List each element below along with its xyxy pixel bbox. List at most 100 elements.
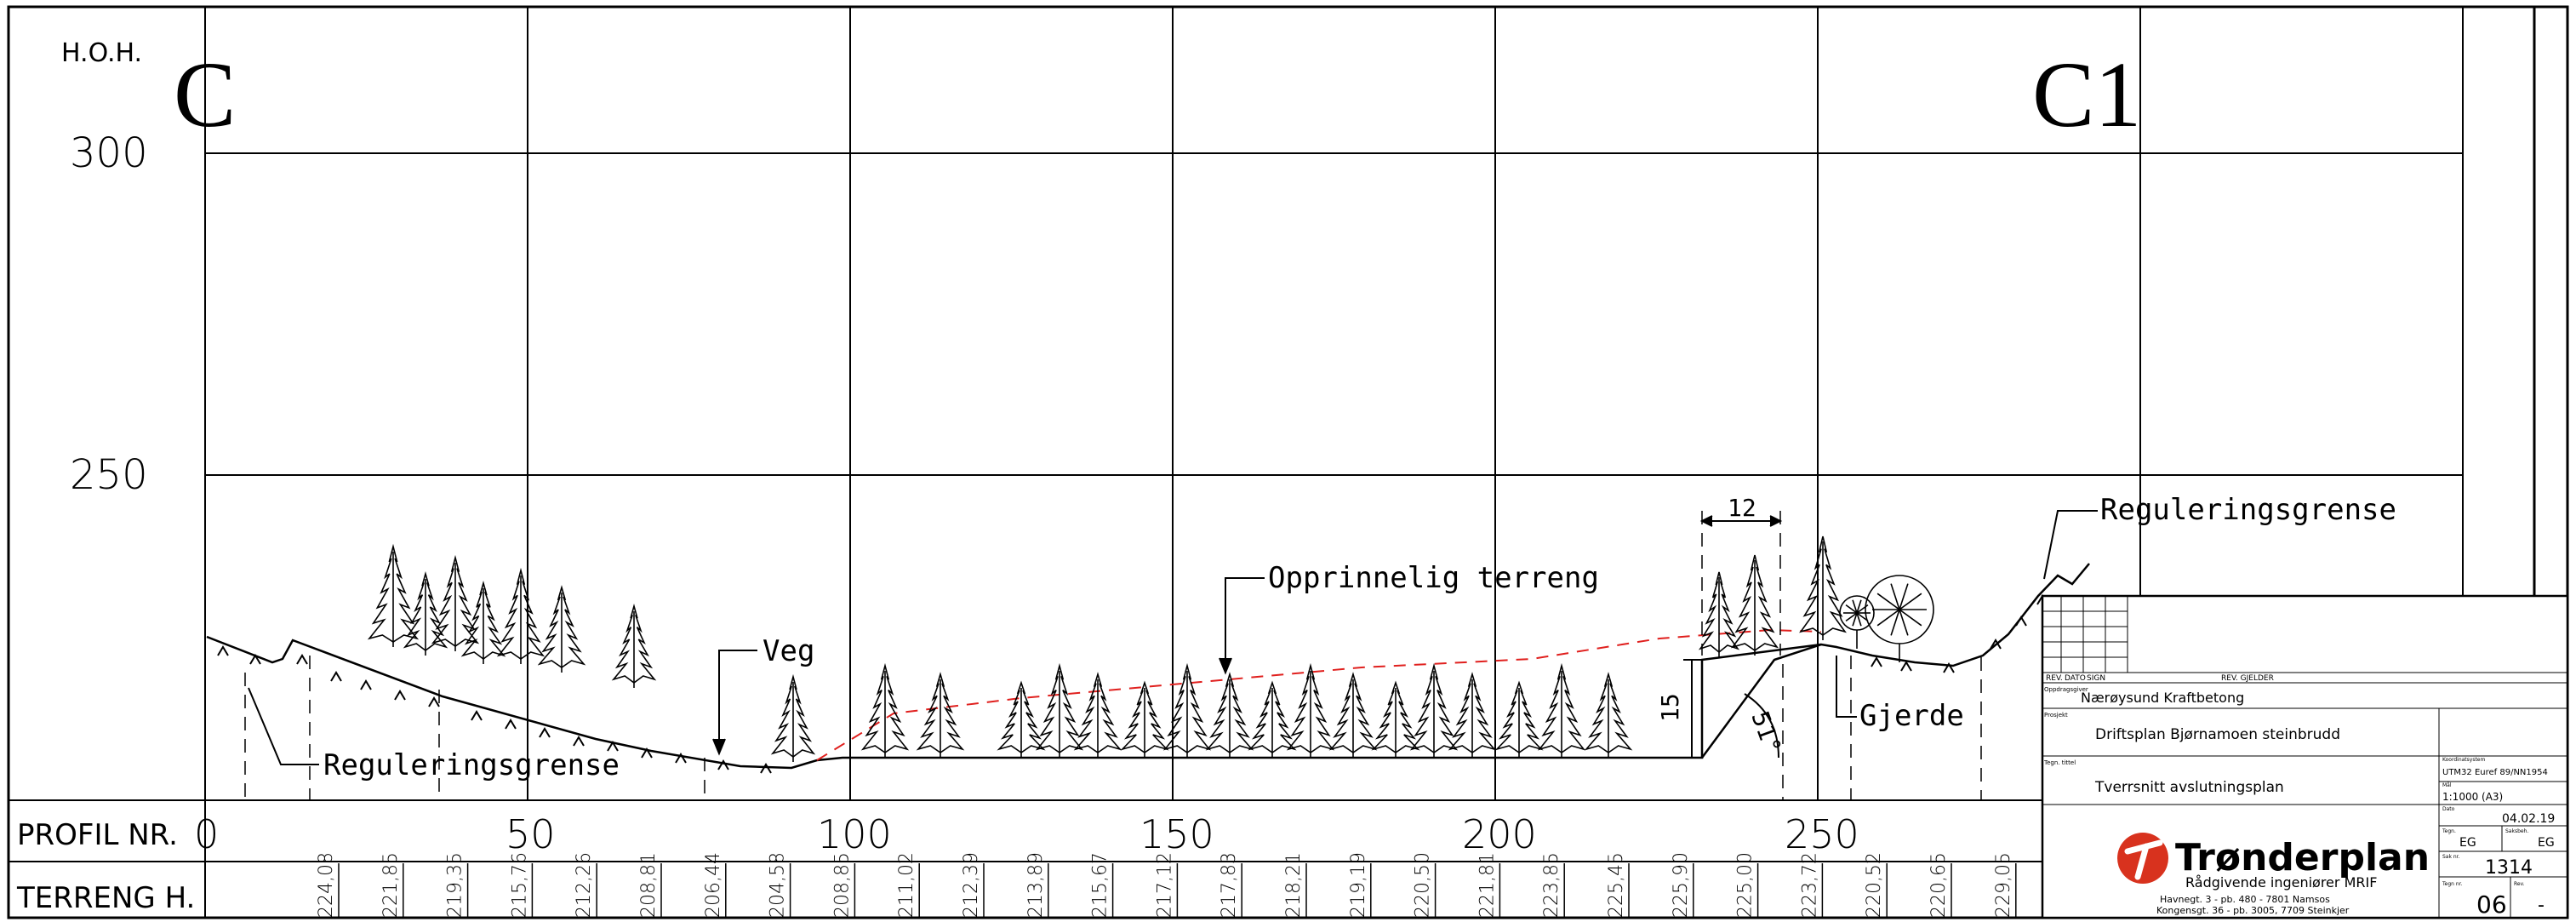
koordinatsystem-value: UTM32 Euref 89/NN1954	[2442, 768, 2548, 777]
tree-branch	[1876, 609, 1900, 627]
malestokk-label: Mål	[2442, 782, 2452, 788]
conifer-tree	[1371, 680, 1420, 758]
terrain-hatching	[217, 594, 2048, 774]
tree-branch	[1845, 612, 1858, 622]
terreng-value: 225,90	[1671, 852, 1692, 918]
title-block-text: REV. DATO SIGN REV. GJELDER Oppdragsgive…	[2043, 674, 2555, 919]
annotation-reguleringsgrense-right	[2043, 510, 2098, 580]
tree-branch	[1856, 612, 1862, 627]
conifer-tree	[1799, 535, 1847, 640]
terreng-value: 221,81	[1476, 852, 1498, 918]
reguleringsgrense-right-label: Reguleringsgrense	[2100, 493, 2396, 527]
tree-branch	[1845, 604, 1858, 614]
terreng-value: 213,89	[1025, 852, 1047, 918]
annotation-opprinnelig-terreng	[1219, 577, 1265, 675]
conifer-tree	[1120, 680, 1169, 758]
angle-label: 51°	[1745, 707, 1786, 758]
hatch-mark	[428, 696, 440, 707]
rev-header-gjelder: REV. GJELDER	[2221, 674, 2274, 683]
hatch-mark	[607, 741, 619, 752]
dim-height-label: 15	[1656, 693, 1684, 722]
terreng-value: 223,85	[1541, 852, 1562, 918]
terreng-value: 215,67	[1090, 852, 1111, 918]
terreng-value: 212,26	[574, 852, 595, 918]
hatch-mark	[330, 671, 342, 682]
conifer-tree	[860, 662, 910, 758]
angle-arc	[1744, 693, 1779, 759]
quarry-slope-line	[1700, 643, 1822, 759]
hatch-mark	[2015, 616, 2027, 627]
conifer-tree	[1409, 662, 1459, 758]
deciduous-tree	[1839, 595, 1875, 649]
tree-branch	[1890, 583, 1900, 610]
tegn-label: Tegn.	[2442, 828, 2456, 834]
tree-branch	[1852, 599, 1858, 614]
rev-value: -	[2538, 895, 2545, 916]
terreng-value: 223,72	[1799, 852, 1820, 918]
conifer-tree	[1494, 680, 1544, 758]
conifer-tree	[1286, 662, 1335, 758]
hatch-mark	[539, 727, 551, 738]
conifer-tree	[1328, 672, 1378, 758]
conifer-tree	[1205, 672, 1254, 758]
tree-branch	[1876, 593, 1900, 610]
terreng-value: 220,50	[1413, 852, 1434, 918]
terreng-value: 217,12	[1154, 852, 1175, 918]
conifer-tree	[916, 672, 965, 758]
terreng-value: 225,00	[1735, 852, 1756, 918]
company-address-1: Havnegt. 3 - pb. 480 - 7801 Namsos	[2160, 894, 2330, 905]
hatch-mark	[573, 736, 585, 747]
conifer-tree	[1035, 662, 1084, 758]
tree-branch	[1899, 593, 1922, 610]
hatch-mark	[717, 759, 729, 770]
conifer-tree	[496, 567, 545, 664]
elevation-300: 300	[70, 129, 148, 177]
tegn-tittel-label: Tegn. tittel	[2043, 759, 2076, 766]
hatch-mark	[217, 645, 229, 656]
tree-branch	[1856, 612, 1869, 622]
hatch-mark	[360, 679, 372, 690]
terreng-label: TERRENG H.	[16, 881, 195, 915]
terreng-value: 220,65	[1928, 852, 1950, 918]
station-dashed-lines	[244, 511, 1982, 800]
terreng-value: 208,85	[831, 852, 853, 918]
conifer-tree	[1448, 672, 1497, 758]
grid	[9, 7, 2464, 918]
conifer-tree	[1073, 672, 1122, 758]
hatch-mark	[296, 654, 308, 665]
prosjekt-label: Prosjekt	[2044, 712, 2068, 719]
profil-number-100: 100	[817, 811, 892, 857]
rev-header-sign: SIGN	[2087, 674, 2105, 683]
reguleringsgrense-left-label: Reguleringsgrense	[323, 748, 620, 782]
terreng-value: 211,02	[896, 852, 917, 918]
opprinnelig-terreng-label: Opprinnelig terreng	[1268, 561, 1599, 595]
drawing-frame	[7, 5, 2569, 919]
dimension-height	[1683, 659, 1702, 759]
deciduous-tree	[1865, 575, 1934, 662]
conifer-tree	[611, 604, 657, 688]
hatch-mark	[1943, 662, 1955, 673]
profil-number-250: 250	[1785, 811, 1859, 857]
profil-number-0: 0	[194, 811, 219, 857]
terreng-value: 217,83	[1219, 852, 1240, 918]
terreng-value: 219,35	[445, 852, 466, 918]
tegn-nr-label: Tegn nr.	[2442, 881, 2463, 887]
terreng-value: 208,81	[638, 852, 660, 918]
hatch-mark	[641, 747, 653, 759]
dim-width-label: 12	[1728, 494, 1756, 522]
hatch-mark	[1990, 639, 2002, 650]
sak-nr-label: Sak nr.	[2442, 854, 2460, 860]
koordinatsystem-label: Koordinatsystem	[2442, 757, 2485, 763]
dato-value: 04.02.19	[2502, 812, 2555, 826]
conifer-tree	[1248, 680, 1297, 758]
hoh-label: H.O.H.	[61, 38, 142, 68]
saksbeh-value: EG	[2538, 836, 2555, 850]
tegn-nr-value: 06	[2476, 891, 2507, 919]
conifer-tree	[403, 571, 448, 656]
tree-branch	[1890, 609, 1900, 636]
annotation-veg	[712, 650, 757, 756]
terreng-value: 204,58	[768, 852, 789, 918]
malestokk-value: 1:1000 (A3)	[2442, 791, 2503, 803]
company-subtitle: Rådgivende ingeniører MRIF	[2185, 874, 2377, 891]
dato-label: Dato	[2442, 806, 2455, 812]
